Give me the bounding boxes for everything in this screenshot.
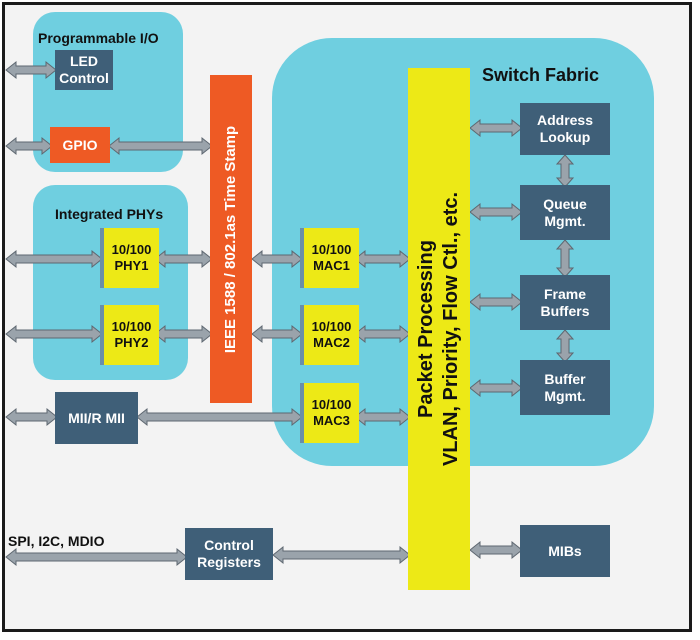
timestamp-mac2-arrow bbox=[251, 324, 303, 344]
packet-processing-title: Packet Processing bbox=[415, 240, 438, 418]
buffer-mgmt-block: Buffer Mgmt. bbox=[520, 360, 610, 415]
processing-mibs-arrow bbox=[469, 540, 523, 560]
phy2-timestamp-arrow bbox=[154, 324, 213, 344]
phy1-left-arrow bbox=[5, 249, 103, 269]
mac2-processing-arrow bbox=[354, 324, 411, 344]
packet-processing-label: Packet Processing VLAN, Priority, Flow C… bbox=[414, 192, 464, 466]
phy1-block: 10/100 PHY1 bbox=[100, 228, 159, 288]
timestamp-label: IEEE 1588 / 802.1as Time Stamp bbox=[222, 125, 240, 353]
led-control-arrow bbox=[5, 60, 57, 80]
mac2-block: 10/100 MAC2 bbox=[300, 305, 359, 365]
serial-control-arrow bbox=[5, 547, 188, 567]
programmable-io-label: Programmable I/O bbox=[38, 30, 159, 46]
frame-buffer-arrow bbox=[555, 329, 575, 363]
led-control-block: LED Control bbox=[55, 50, 113, 90]
timestamp-mac1-arrow bbox=[251, 249, 303, 269]
processing-frame-arrow bbox=[469, 292, 523, 312]
queue-frame-arrow bbox=[555, 239, 575, 278]
phy2-block: 10/100 PHY2 bbox=[100, 305, 159, 365]
packet-processing-bar: Packet Processing VLAN, Priority, Flow C… bbox=[408, 68, 470, 590]
mii-rmii-block: MII/R MII bbox=[55, 392, 138, 444]
mac1-processing-arrow bbox=[354, 249, 411, 269]
control-registers-block: Control Registers bbox=[185, 528, 273, 580]
address-queue-arrow bbox=[555, 154, 575, 188]
mii-mac3-arrow bbox=[136, 407, 303, 427]
phy1-timestamp-arrow bbox=[154, 249, 213, 269]
mac3-processing-arrow bbox=[354, 407, 411, 427]
gpio-block: GPIO bbox=[50, 127, 110, 163]
processing-address-arrow bbox=[469, 118, 523, 138]
processing-buffer-arrow bbox=[469, 378, 523, 398]
gpio-timestamp-arrow bbox=[108, 136, 213, 156]
serial-interfaces-label: SPI, I2C, MDIO bbox=[8, 533, 105, 549]
timestamp-bar: IEEE 1588 / 802.1as Time Stamp bbox=[210, 75, 252, 403]
frame-buffers-block: Frame Buffers bbox=[520, 275, 610, 330]
mac3-block: 10/100 MAC3 bbox=[300, 383, 359, 443]
control-processing-arrow bbox=[272, 545, 411, 565]
mii-left-arrow bbox=[5, 407, 58, 427]
gpio-left-arrow bbox=[5, 136, 53, 156]
address-lookup-block: Address Lookup bbox=[520, 103, 610, 155]
mibs-block: MIBs bbox=[520, 525, 610, 577]
switch-fabric-label: Switch Fabric bbox=[482, 65, 600, 85]
integrated-phys-label: Integrated PHYs bbox=[55, 206, 164, 222]
mac1-block: 10/100 MAC1 bbox=[300, 228, 359, 288]
queue-mgmt-block: Queue Mgmt. bbox=[520, 185, 610, 240]
processing-queue-arrow bbox=[469, 202, 523, 222]
packet-processing-subtitle: VLAN, Priority, Flow Ctl., etc. bbox=[440, 191, 463, 467]
phy2-left-arrow bbox=[5, 324, 103, 344]
